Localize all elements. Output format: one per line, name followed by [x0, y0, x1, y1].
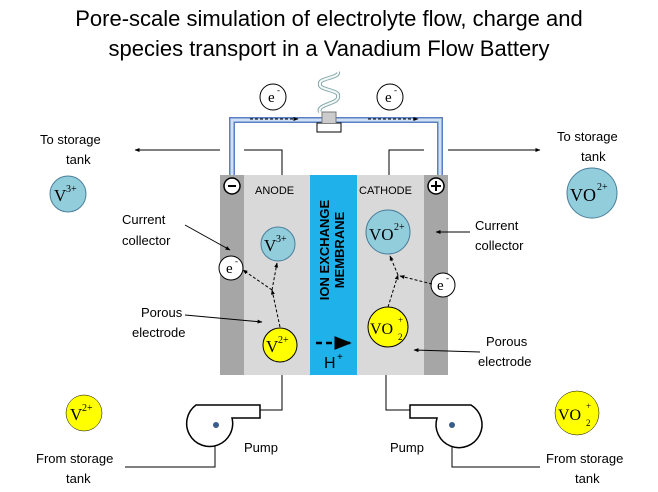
flow-ports: [244, 149, 424, 411]
svg-text:collector: collector: [475, 238, 524, 253]
ion-v3-anode: V 3+: [260, 226, 296, 262]
svg-text:Porous: Porous: [486, 334, 528, 349]
title-line-1: Pore-scale simulation of electrolyte flo…: [75, 6, 583, 31]
from-storage-left-label: From storage tank: [36, 451, 113, 486]
ion-v2-anode: V 2+: [262, 327, 298, 363]
current-collector-left-label: Current collector: [122, 212, 171, 248]
porous-electrode-right-label: Porous electrode: [478, 334, 531, 369]
svg-text:2: 2: [586, 418, 591, 428]
svg-text:2+: 2+: [394, 222, 405, 233]
svg-text:2: 2: [398, 332, 403, 342]
svg-text:e: e: [226, 261, 233, 277]
pump-icon: [409, 404, 483, 449]
cathode-label: CATHODE: [359, 185, 412, 197]
porous-electrode-left-label: Porous electrode: [132, 305, 185, 340]
svg-text:VO: VO: [369, 225, 394, 244]
electron-anode: e -: [218, 255, 244, 281]
ion-v3-tank: V 3+: [49, 175, 87, 213]
from-storage-right-label: From storage tank: [546, 451, 623, 486]
positive-terminal: [427, 177, 445, 195]
svg-text:VO: VO: [370, 321, 393, 338]
svg-text:tank: tank: [581, 149, 606, 164]
svg-text:VO: VO: [558, 407, 581, 424]
membrane-label: ION EXCHANGE MEMBRANE: [317, 199, 347, 300]
svg-text:+: +: [586, 401, 591, 411]
svg-text:3+: 3+: [276, 234, 287, 245]
svg-text:V: V: [264, 236, 277, 255]
pump-icon: [185, 404, 261, 448]
svg-text:2+: 2+: [82, 403, 93, 414]
svg-text:Current: Current: [122, 212, 166, 227]
electron-top-right: e -: [376, 83, 404, 111]
svg-text:e: e: [385, 90, 392, 106]
svg-text:Porous: Porous: [141, 305, 183, 320]
ion-vo2-tank: VO 2+: [566, 167, 618, 219]
proton-flow: H +: [316, 336, 352, 372]
reaction-arrows: [242, 255, 433, 328]
svg-text:tank: tank: [66, 471, 91, 486]
diagram-title: Pore-scale simulation of electrolyte flo…: [0, 4, 658, 64]
light-bulb-icon: [316, 71, 342, 133]
svg-text:-: -: [235, 256, 238, 266]
svg-text:tank: tank: [66, 152, 91, 167]
to-storage-left-label: To storage tank: [40, 132, 101, 167]
pump-label-left: Pump: [244, 440, 278, 455]
svg-text:V: V: [266, 337, 279, 356]
svg-text:electrode: electrode: [478, 354, 531, 369]
svg-text:From storage: From storage: [36, 451, 113, 466]
negative-terminal: [223, 177, 241, 195]
svg-text:tank: tank: [575, 471, 600, 486]
svg-text:VO: VO: [570, 185, 596, 205]
title-line-2: species transport in a Vanadium Flow Bat…: [108, 36, 550, 61]
svg-text:V: V: [70, 405, 83, 424]
svg-text:ION EXCHANGE: ION EXCHANGE: [317, 199, 332, 300]
svg-text:To storage: To storage: [40, 132, 101, 147]
svg-text:e: e: [437, 278, 444, 294]
electron-cathode: e -: [430, 272, 456, 298]
pump-label-right: Pump: [390, 440, 424, 455]
svg-text:-: -: [446, 273, 449, 283]
to-storage-right-label: To storage tank: [557, 129, 618, 164]
anode-label: ANODE: [255, 185, 294, 197]
svg-text:collector: collector: [122, 233, 171, 248]
svg-text:-: -: [277, 85, 280, 95]
svg-text:e: e: [268, 90, 275, 106]
svg-text:-: -: [394, 85, 397, 95]
ion-v2-tank: V 2+: [65, 394, 103, 432]
svg-text:From storage: From storage: [546, 451, 623, 466]
svg-text:2+: 2+: [278, 335, 289, 346]
electron-top-left: e -: [259, 83, 287, 111]
svg-text:electrode: electrode: [132, 325, 185, 340]
svg-text:MEMBRANE: MEMBRANE: [332, 211, 347, 288]
current-collector-right-label: Current collector: [475, 218, 524, 253]
svg-text:H: H: [324, 355, 336, 372]
svg-text:3+: 3+: [66, 184, 77, 195]
ion-vo2plus-cathode: VO + 2: [367, 306, 409, 348]
ion-vo2-cathode: VO 2+: [365, 209, 411, 255]
svg-text:+: +: [337, 352, 343, 363]
svg-text:Current: Current: [475, 218, 519, 233]
svg-text:2+: 2+: [597, 182, 608, 193]
svg-text:To storage: To storage: [557, 129, 618, 144]
annotation-arrows: [184, 224, 481, 353]
ion-vo2plus-tank: VO + 2: [554, 390, 600, 436]
svg-text:+: +: [398, 315, 403, 325]
svg-text:V: V: [54, 186, 67, 205]
